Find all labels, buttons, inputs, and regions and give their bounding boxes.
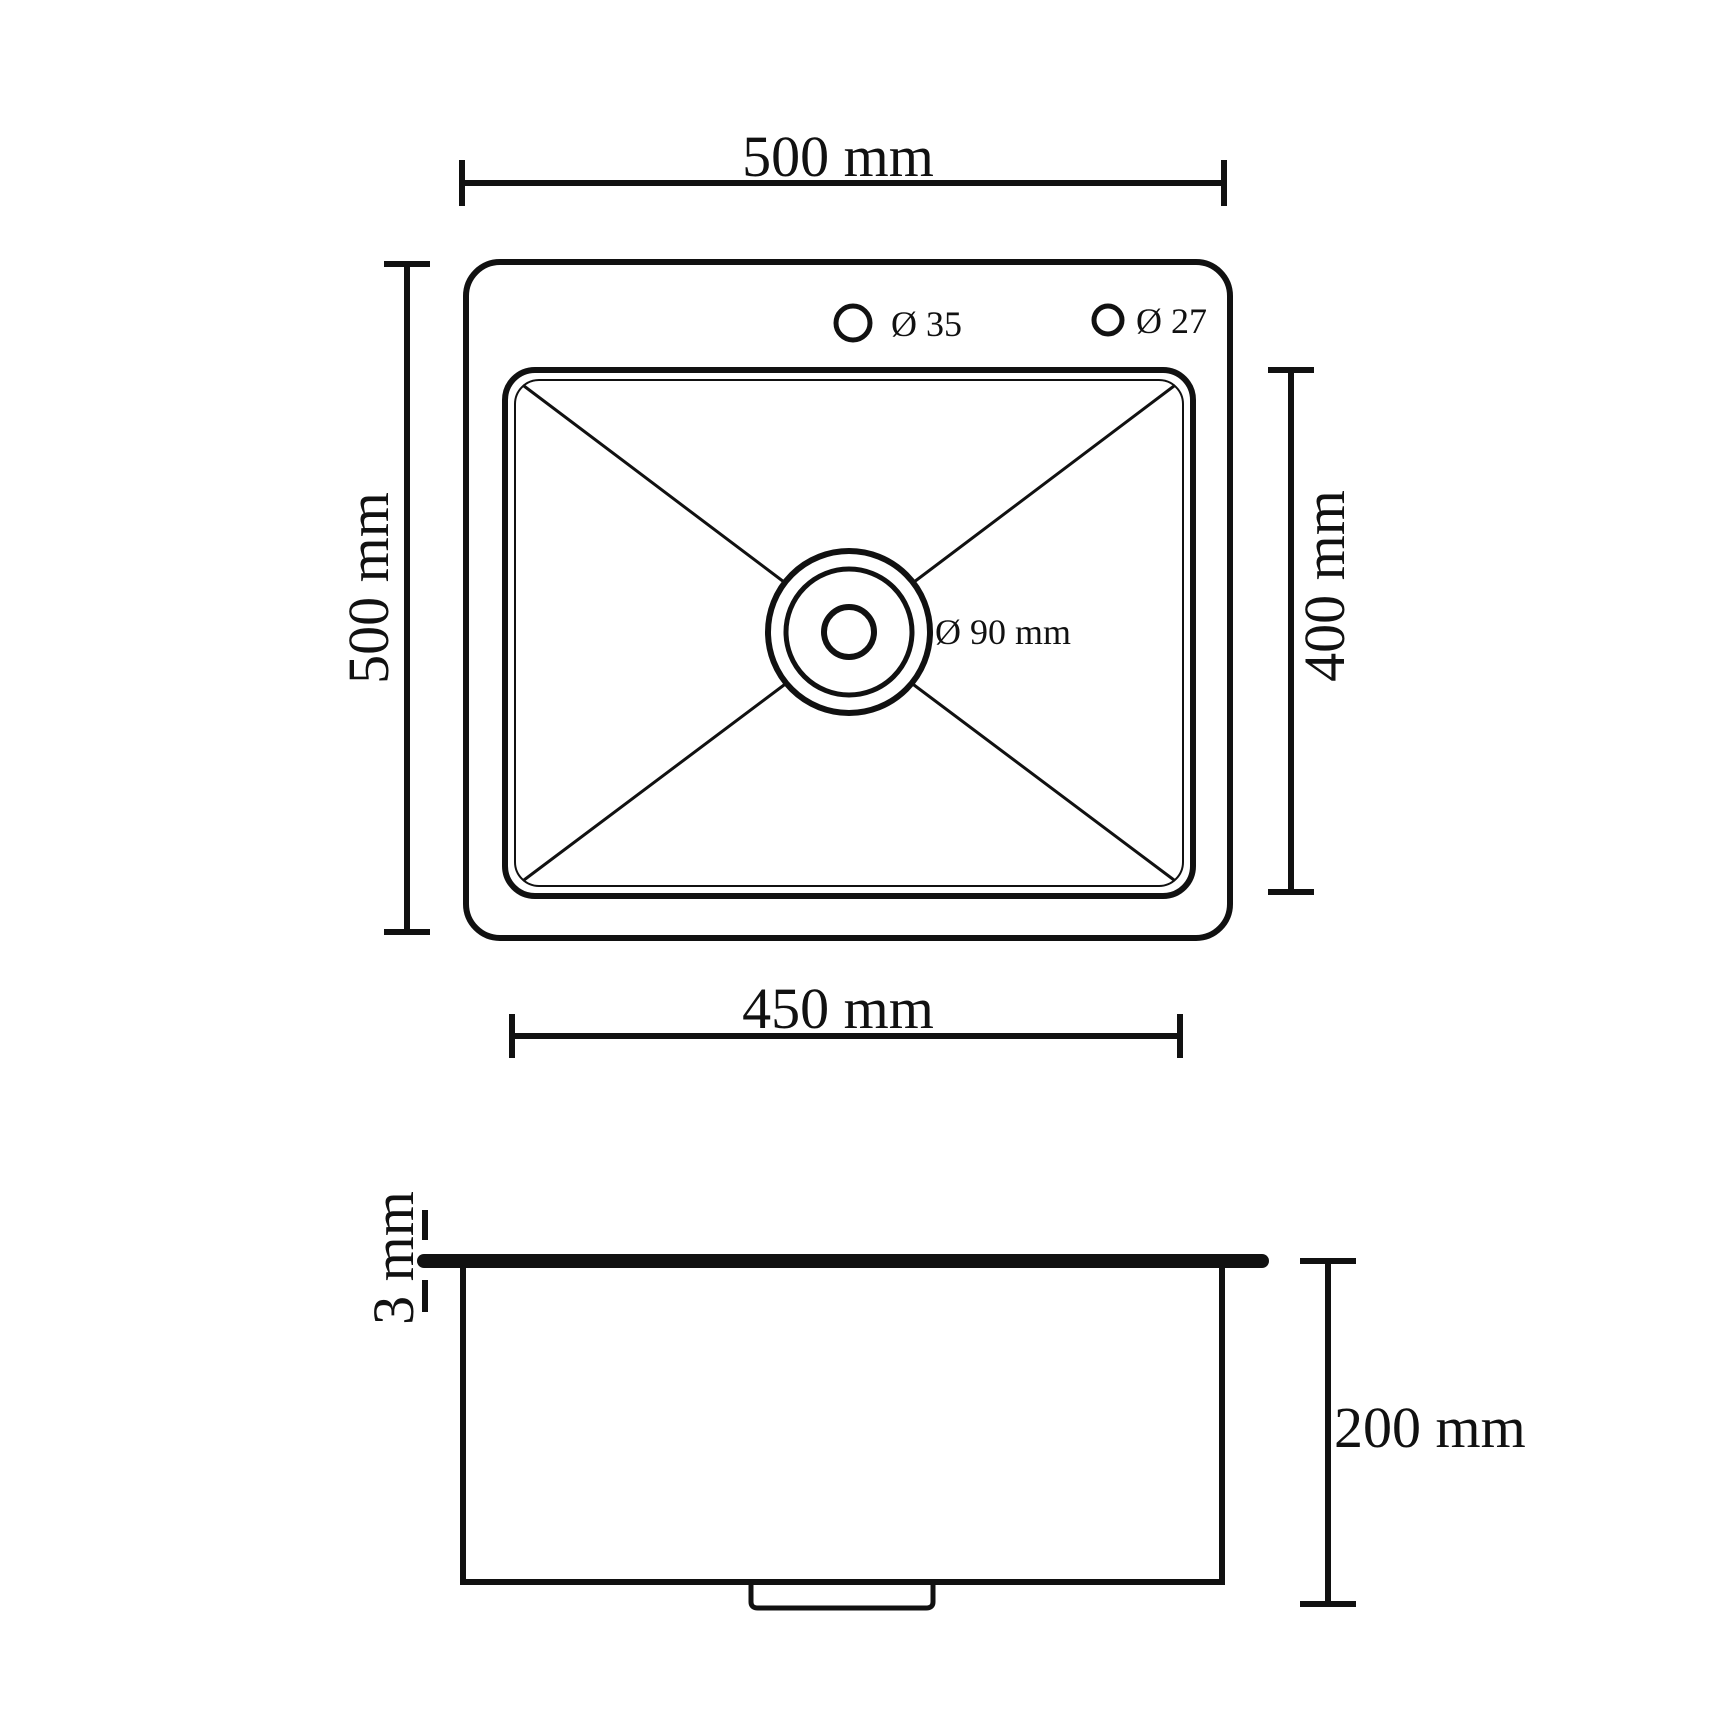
top-width-label: 500 mm [742, 124, 934, 189]
tap-hole-35-label: Ø 35 [891, 304, 962, 344]
tap-hole-27 [1091, 303, 1125, 337]
bowl-outline [502, 367, 1196, 899]
bowl-inner-bottom [514, 379, 1184, 887]
bowl-creases [522, 384, 1176, 882]
top-view: 500 mm 500 mm Ø 35 Ø 27 [336, 124, 1357, 1058]
left-depth-label: 500 mm [336, 492, 401, 684]
drain-label: Ø 90 mm [935, 612, 1071, 652]
dimension-right-bowl-length: 400 mm [1268, 367, 1357, 895]
side-bowl-body [460, 1265, 1225, 1585]
dimension-thickness: 3 mm [361, 1191, 428, 1325]
tap-hole-27-label: Ø 27 [1136, 301, 1207, 341]
thickness-label: 3 mm [361, 1191, 426, 1325]
side-view: 3 mm 200 mm [361, 1191, 1526, 1611]
bowl-length-label: 400 mm [1292, 490, 1357, 682]
dimension-bottom-bowl-width: 450 mm [509, 976, 1183, 1058]
dimension-top-width: 500 mm [459, 124, 1227, 206]
drain [765, 548, 933, 716]
dimension-height: 200 mm [1300, 1258, 1526, 1607]
tap-hole-35 [833, 303, 873, 343]
height-label: 200 mm [1334, 1395, 1526, 1460]
dimension-left-depth: 500 mm [336, 261, 430, 935]
side-drain-stub [748, 1581, 936, 1611]
bowl-width-label: 450 mm [742, 976, 934, 1041]
sink-outer-rim [463, 259, 1233, 941]
